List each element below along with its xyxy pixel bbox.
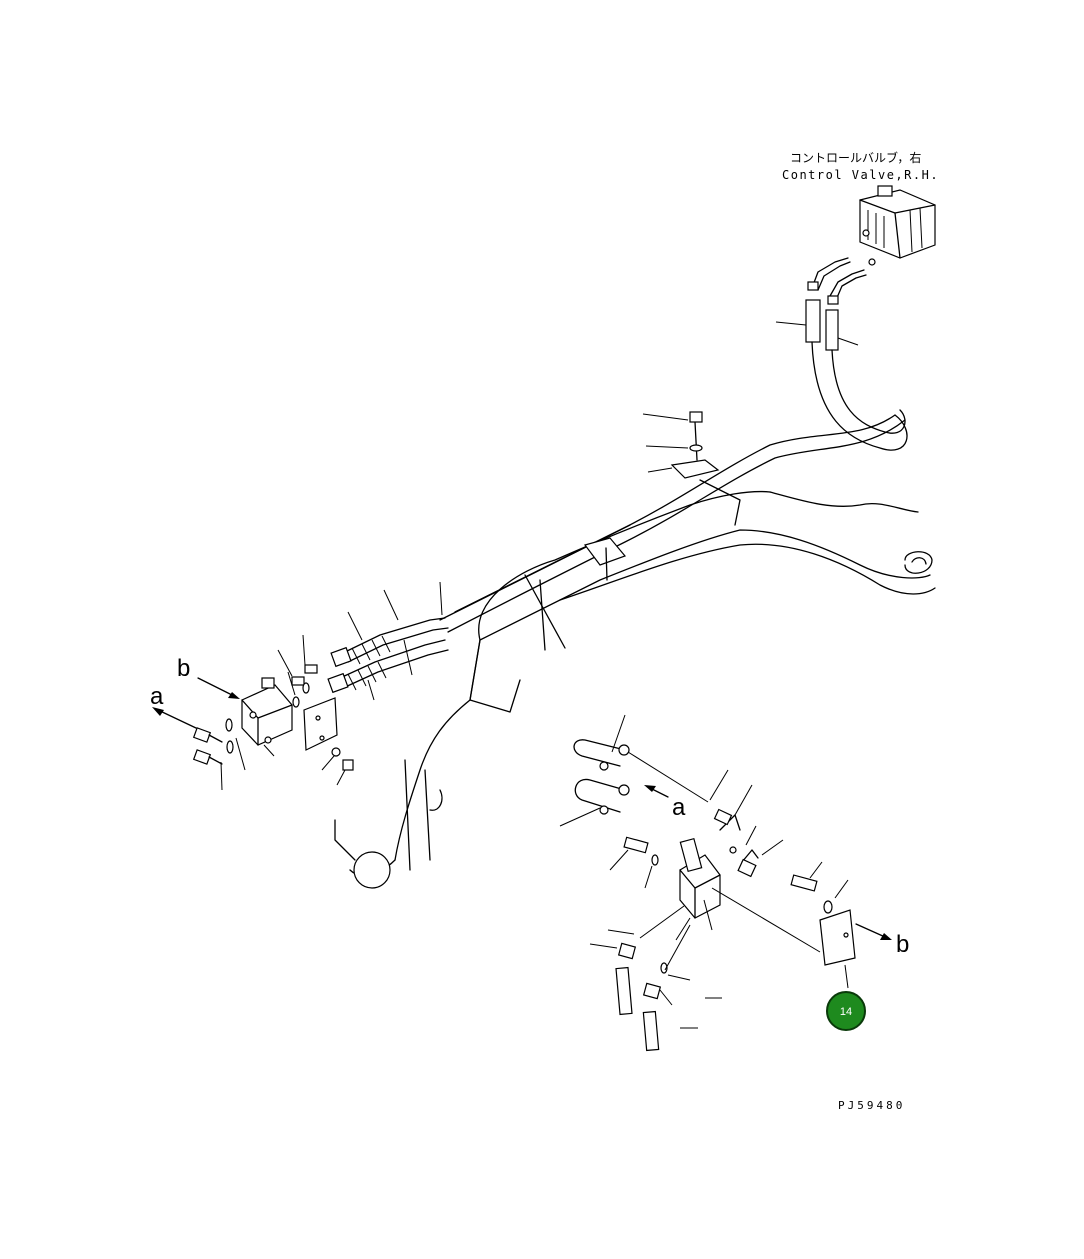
hose-pair-right: [775, 299, 908, 451]
control-valve-label-jp: コントロールバルブ，右: [790, 150, 921, 165]
ref-arrow-a-left: a: [150, 683, 197, 729]
ref-letter-b-left: b: [177, 655, 190, 682]
control-valve-assembly: [859, 185, 936, 266]
fittings-left: [192, 634, 354, 791]
callout-circle[interactable]: [826, 991, 866, 1031]
ref-arrow-b-inset: b: [855, 923, 909, 958]
drawing-code: PJ59480: [838, 1099, 905, 1112]
valve-fittings: [807, 257, 867, 305]
bracket-plate-left: [303, 697, 338, 751]
callout-number[interactable]: 14: [840, 1006, 852, 1018]
cylinder-end: [904, 551, 933, 574]
hose-clamp-middle: [583, 537, 627, 581]
ref-arrow-b-left: b: [177, 655, 240, 699]
ref-letter-a-inset: a: [672, 794, 686, 821]
ref-arrow-a-inset: a: [644, 785, 686, 821]
manifold-block-left: [241, 677, 293, 746]
boom-hose-run: [439, 414, 906, 633]
inset-detail: [559, 714, 856, 1052]
control-valve-label-en: Control Valve,R.H.: [782, 168, 939, 182]
hose-pair-left: [327, 581, 449, 701]
boom-outline: [334, 479, 936, 889]
ref-letter-b-inset: b: [896, 931, 909, 958]
ref-letter-a-left: a: [150, 683, 164, 710]
hose-clamp-upper: [642, 411, 720, 479]
callout-badge[interactable]: 14: [826, 991, 866, 1031]
